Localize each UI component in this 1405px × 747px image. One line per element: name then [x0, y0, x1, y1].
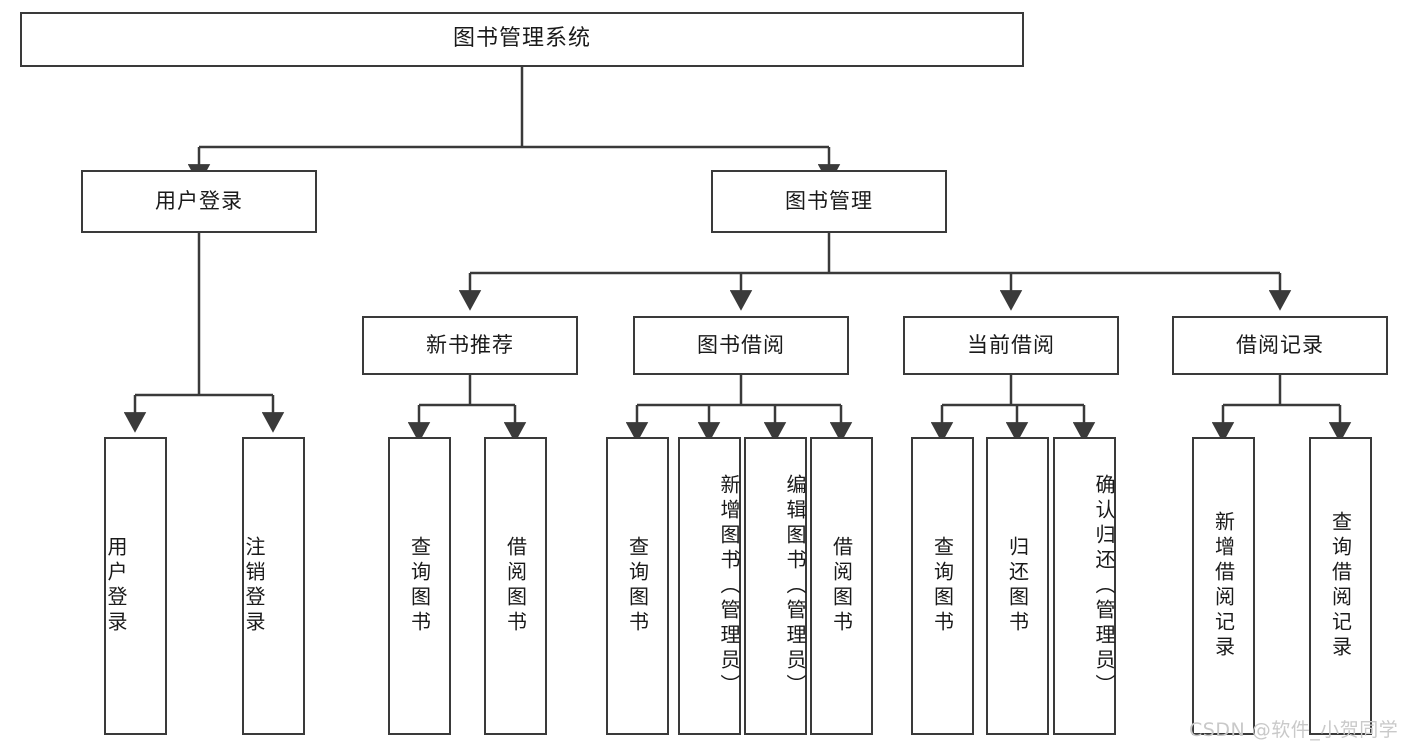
node-leaf-edit-book-admin[interactable]: 编辑图书（管理员） — [744, 437, 807, 735]
node-leaf-logout[interactable]: 注销登录 — [242, 437, 305, 735]
node-new-book-recommend[interactable]: 新书推荐 — [362, 316, 578, 375]
node-leaf-add-borrow-record[interactable]: 新增借阅记录 — [1192, 437, 1255, 735]
node-leaf-borrow-book[interactable]: 借阅图书 — [810, 437, 873, 735]
node-leaf-query-book-newbook[interactable]: 查询图书 — [388, 437, 451, 735]
node-user-login[interactable]: 用户登录 — [81, 170, 317, 233]
node-borrow-record[interactable]: 借阅记录 — [1172, 316, 1388, 375]
node-root[interactable]: 图书管理系统 — [20, 12, 1024, 67]
node-leaf-user-login[interactable]: 用户登录 — [104, 437, 167, 735]
node-current-borrow[interactable]: 当前借阅 — [903, 316, 1119, 375]
node-leaf-query-book-current[interactable]: 查询图书 — [911, 437, 974, 735]
node-leaf-return-book[interactable]: 归还图书 — [986, 437, 1049, 735]
node-leaf-confirm-return-admin[interactable]: 确认归还（管理员） — [1053, 437, 1116, 735]
csdn-watermark: CSDN @软件_小贺同学 — [1189, 719, 1399, 741]
node-leaf-query-book-borrow[interactable]: 查询图书 — [606, 437, 669, 735]
node-leaf-add-book-admin[interactable]: 新增图书（管理员） — [678, 437, 741, 735]
node-book-manage[interactable]: 图书管理 — [711, 170, 947, 233]
node-leaf-query-borrow-record[interactable]: 查询借阅记录 — [1309, 437, 1372, 735]
node-leaf-borrow-book-newbook[interactable]: 借阅图书 — [484, 437, 547, 735]
node-book-borrow[interactable]: 图书借阅 — [633, 316, 849, 375]
